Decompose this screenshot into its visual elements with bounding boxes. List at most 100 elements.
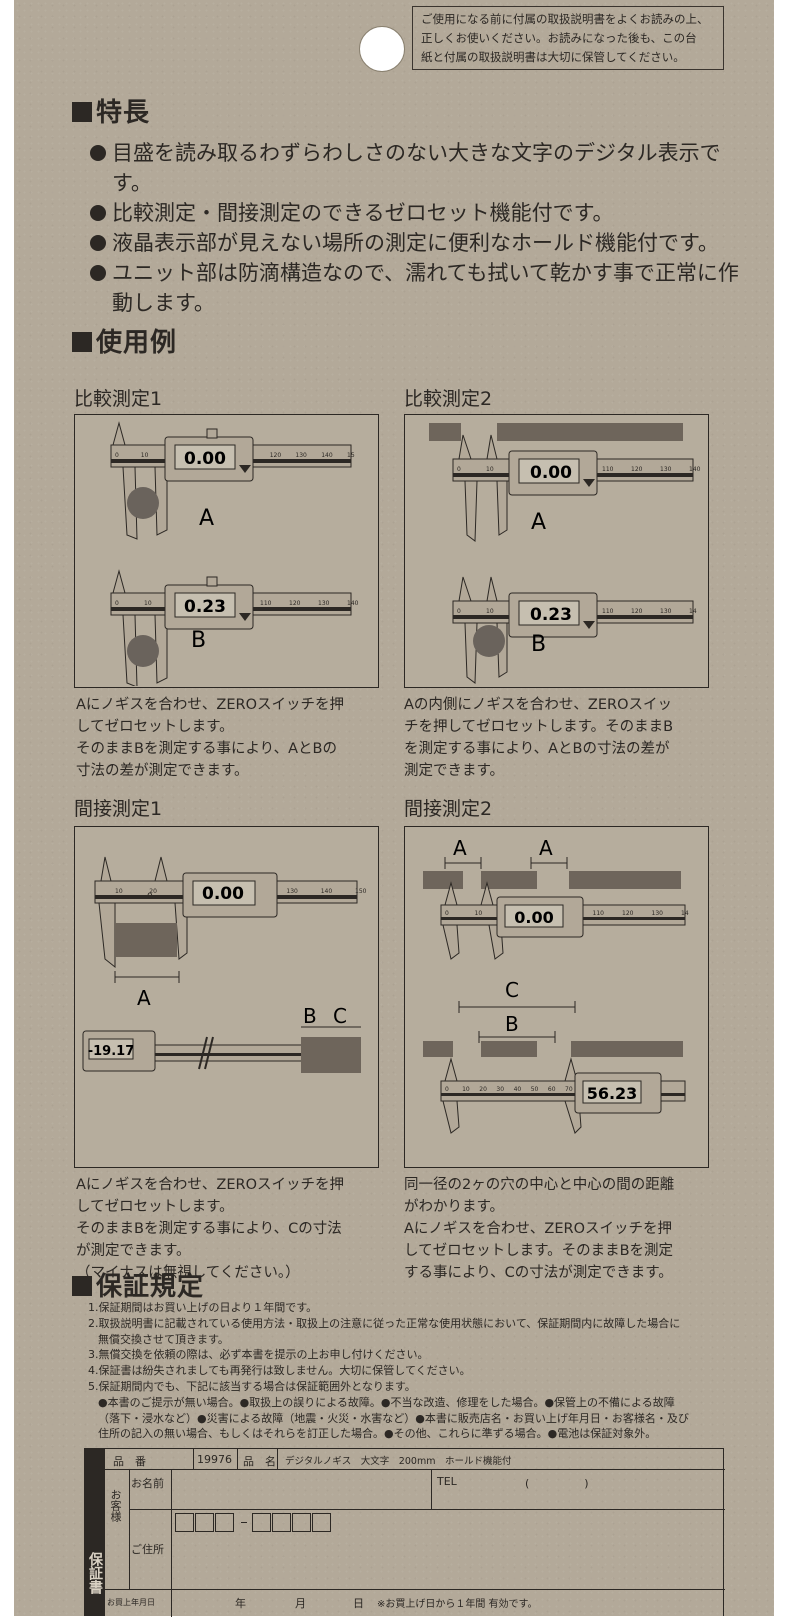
feature-item: 液晶表示部が見えない場所の測定に便利なホールド機能付です。 [90,228,740,258]
tel-parens: ( ) [525,1477,589,1490]
desc-line: チを押してゼロセットします。そのままB [404,719,674,735]
warranty-line: 無償交換させて頂きます。 [98,1332,229,1346]
scale-label: 140 [321,888,333,895]
usage-heading: 使用例 [72,322,177,359]
warranty-line: 1.保証期間はお買い上げの日より１年間です。 [88,1301,318,1314]
label-b: B [191,628,206,653]
panel-title: 間接測定2 [404,798,493,820]
month-label: 月 [295,1597,306,1610]
warranty-line: 2.取扱説明書に記載されている使用方法・取扱上の注意に従った正常な使用状態におい… [88,1316,681,1330]
desc-line: 寸法の差が測定できます。 [76,763,249,779]
scale-label: 120 [631,466,643,473]
label-b: B [303,1004,317,1028]
desc-line: してゼロセットします。そのままBを測定 [404,1243,674,1259]
warranty-line: 3.無償交換を依頼の際は、必ず本書を提示の上お申し付けください。 [88,1348,429,1362]
postal-digit-box[interactable] [292,1513,311,1532]
warranty-terms: 1.保証期間はお買い上げの日より１年間です。 2.取扱説明書に記載されている使用… [88,1300,728,1442]
validity-note: ※お買上げ日から１年間 有効です。 [377,1599,538,1610]
postal-digit-box[interactable] [252,1513,271,1532]
purchase-date-label: お買上年月日 [107,1598,155,1607]
scale-label: 110 [593,910,605,917]
hinban-value: 19976 [197,1453,232,1466]
scale-label: 10 [141,452,149,459]
desc-line: そのままBを測定する事により、Cの寸法 [76,1221,342,1237]
lcd-reading: 0.23 [530,605,572,625]
desc-line: Aにノギスを合わせ、ZEROスイッチを押 [76,1177,345,1193]
package-card: ご使用になる前に付属の取扱説明書をよくお読みの上、 正しくお使いください。お読み… [14,0,774,1617]
scale-label: 150 [355,888,367,895]
panel-description: Aの内側にノギスを合わせ、ZEROスイッ チを押してゼロセットします。そのままB… [404,694,724,782]
scale-label: 10 [486,466,494,473]
label-b: B [531,632,546,657]
feature-text: 液晶表示部が見えない場所の測定に便利なホールド機能付です。 [112,231,719,255]
desc-line: Aの内側にノギスを合わせ、ZEROスイッ [404,697,673,713]
feature-item: 比較測定・間接測定のできるゼロセット機能付です。 [90,198,740,228]
postal-digit-box[interactable] [312,1513,331,1532]
scale-label: 130 [652,910,664,917]
scale-label: 140 [689,466,701,473]
desc-line: を測定する事により、AとBの寸法の差が [404,741,670,757]
hinban-label: 品 番 [113,1455,146,1468]
desc-line: がわかります。 [404,1199,505,1215]
feature-text: 目盛を読み取るわずらわしさのない大きな文字のデジタル表示です。 [112,141,721,195]
scale-label: 120 [270,452,282,459]
customer-label: お客様 [109,1489,122,1522]
scale-label: 0 [115,452,119,459]
postal-digit-box[interactable] [272,1513,291,1532]
panel-title: 比較測定2 [404,388,493,410]
bullet-icon [90,235,106,251]
warranty-line: 5.保証期間内でも、下記に該当する場合は保証範囲外となります。 [88,1379,416,1393]
day-label: 日 [353,1597,364,1610]
warranty-line: （落下・浸水など）●災害による故障（地震・火災・水害など）●本書に販売店名・お買… [98,1411,689,1425]
panel-description: 同一径の2ヶの穴の中心と中心の間の距離 がわかります。 Aにノギスを合わせ、ZE… [404,1174,734,1284]
desc-line: 測定できます。 [404,763,505,779]
name-label: お名前 [131,1477,164,1490]
lcd-reading: 0.00 [530,463,572,483]
postal-digit-box[interactable] [215,1513,234,1532]
lcd-reading: 0.00 [184,449,226,469]
scale-label: 70 [565,1086,573,1093]
desc-line: が測定できます。 [76,1243,191,1259]
lcd-reading: 0.00 [202,884,244,904]
scale-label: 0 [445,910,449,917]
lcd-reading: 0.00 [514,908,553,927]
label-a: A [531,510,546,535]
postal-digit-box[interactable] [175,1513,194,1532]
feature-text: ユニット部は防滴構造なので、濡れても拭いて乾かす事で正常に作動します。 [112,261,739,315]
feature-item: 目盛を読み取るわずらわしさのない大きな文字のデジタル表示です。 [90,138,740,198]
feature-item: ユニット部は防滴構造なので、濡れても拭いて乾かす事で正常に作動します。 [90,258,740,318]
scale-label: 10 [144,600,152,607]
postal-code-boxes[interactable] [175,1513,332,1535]
square-bullet-icon [72,332,92,352]
features-heading: 特長 [72,92,150,129]
feature-text: 比較測定・間接測定のできるゼロセット機能付です。 [112,201,614,225]
scale-label: 130 [295,452,307,459]
warranty-line: 住所の記入の無い場合、もしくはそれらを訂正した場合。●その他、これらに準ずる場合… [98,1427,657,1441]
notice-box: ご使用になる前に付属の取扱説明書をよくお読みの上、 正しくお使いください。お読み… [412,6,724,70]
scale-label: 0 [147,892,153,902]
scale-label: 130 [286,888,298,895]
scale-label: 120 [289,600,301,607]
lcd-reading: 0.23 [184,597,226,617]
warranty-form: 保証書 品 番 19976 品 名 デジタルノギス 大文字 200mm ホールド… [84,1448,725,1617]
address-label: ご住所 [131,1543,164,1556]
warranty-heading: 保証規定 [72,1266,204,1303]
bullet-icon [90,265,106,281]
desc-line: （マイナスは無視してください。） [76,1265,300,1281]
square-bullet-icon [72,102,92,122]
desc-line: してゼロセットします。 [76,1199,234,1215]
warranty-line: ●本書のご提示が無い場合。●取扱上の誤りによる故障。●不当な改造、修理をした場合… [98,1395,675,1409]
scale-label: 120 [622,910,634,917]
hinmei-value: デジタルノギス 大文字 200mm ホールド機能付 [285,1456,512,1467]
label-a: A [539,836,553,860]
scale-label: 20 [149,888,157,895]
scale-label: 0 [457,608,461,615]
scale-label: 40 [514,1086,522,1093]
year-label: 年 [235,1597,246,1610]
scale-label: 14 [689,608,697,615]
postal-digit-box[interactable] [195,1513,214,1532]
desc-line: 同一径の2ヶの穴の中心と中心の間の距離 [404,1177,675,1193]
